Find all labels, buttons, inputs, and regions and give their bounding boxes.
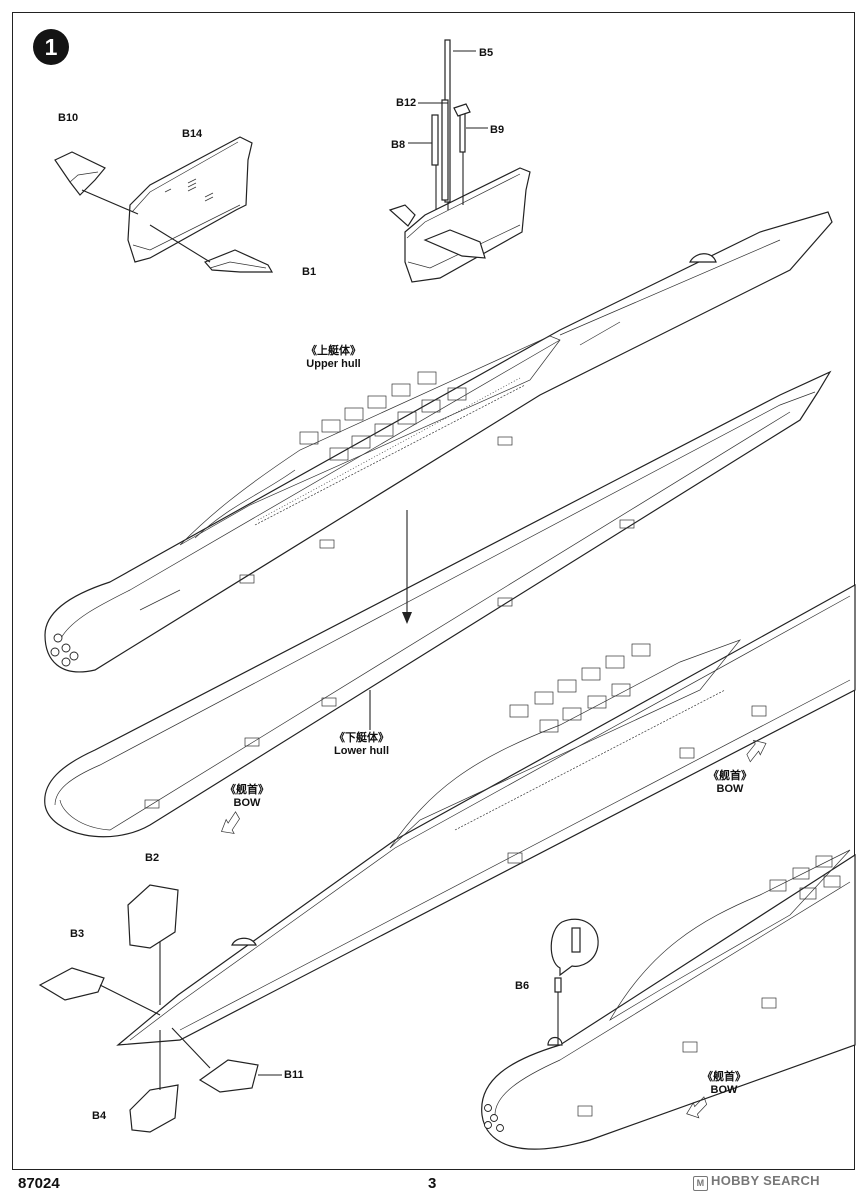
part-label-b5: B5 — [479, 47, 494, 59]
upper-hull-label-en: Upper hull — [306, 358, 361, 370]
sail-left-drawing — [54, 136, 274, 273]
lower-hull-drawing — [44, 370, 832, 838]
part-label-b4: B4 — [92, 1110, 107, 1122]
middle-assembled-hull-drawing — [38, 583, 856, 1133]
part-label-b11: B11 — [284, 1069, 304, 1081]
part-label-b6: B6 — [515, 980, 530, 992]
product-code: 87024 — [18, 1175, 60, 1192]
bow-label-left: 《舰首》 BOW — [225, 784, 269, 810]
part-label-b14: B14 — [182, 128, 203, 140]
part-label-b2: B2 — [145, 852, 160, 864]
sail-right-drawing — [388, 39, 531, 283]
part-label-b10: B10 — [58, 112, 79, 124]
page-number: 3 — [428, 1175, 437, 1192]
bow-label-right-cn: 《舰首》 — [708, 770, 752, 782]
lower-right-hull-drawing — [481, 849, 856, 1150]
upper-hull-label: 《上艇体》 Upper hull — [306, 345, 361, 371]
part-label-b1: B1 — [302, 266, 317, 278]
lower-hull-label: 《下艇体》 Lower hull — [334, 732, 389, 758]
bow-label-bottom-en: BOW — [710, 1084, 738, 1096]
watermark-logo-icon: M — [693, 1176, 708, 1191]
bow-label-bottom: 《舰首》 BOW — [702, 1071, 746, 1097]
lower-hull-label-en: Lower hull — [334, 745, 389, 757]
part-label-b3: B3 — [70, 928, 85, 940]
bow-label-left-cn: 《舰首》 — [225, 784, 269, 796]
bow-label-right-en: BOW — [716, 783, 744, 795]
lower-hull-label-cn: 《下艇体》 — [334, 732, 389, 744]
upper-hull-label-cn: 《上艇体》 — [306, 345, 361, 357]
bow-label-right: 《舰首》 BOW — [708, 770, 752, 796]
step-number-badge: 1 — [33, 29, 69, 65]
part-label-b9: B9 — [490, 124, 505, 136]
upper-hull-drawing — [44, 211, 833, 673]
part-label-b12: B12 — [396, 97, 417, 109]
upper-hull-vents — [299, 371, 467, 461]
bow-label-bottom-cn: 《舰首》 — [702, 1071, 746, 1083]
bow-label-left-en: BOW — [233, 797, 261, 809]
part-label-b8: B8 — [391, 139, 406, 151]
watermark-text: HOBBY SEARCH — [711, 1173, 820, 1188]
